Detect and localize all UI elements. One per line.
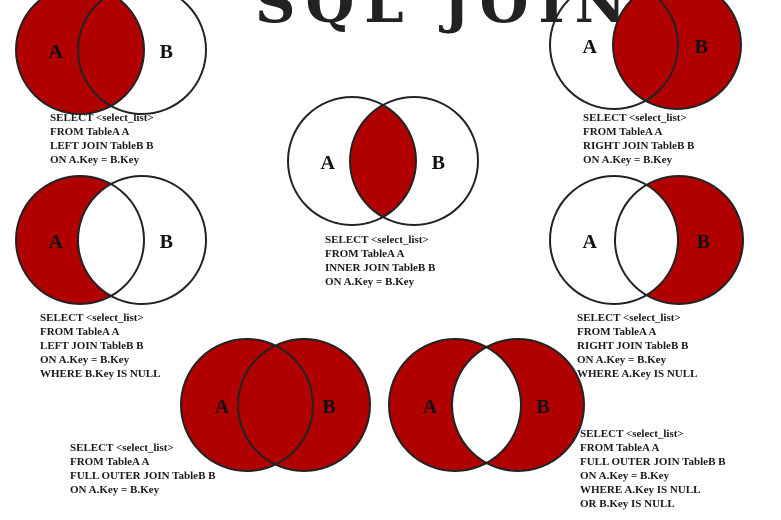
sql-line: FROM TableA A: [40, 326, 120, 338]
sql-line: LEFT JOIN TableB B: [50, 140, 154, 152]
venn-shaded-region: [350, 97, 416, 225]
sql-line: FROM TableA A: [580, 442, 660, 454]
page-title: SQL JOINS: [255, 0, 687, 36]
sql-line: ON A.Key = B.Key: [583, 154, 673, 166]
circle-table-b: [77, 175, 207, 305]
sql-line: FROM TableA A: [70, 456, 150, 468]
sql-full-outer-join: SELECT <select_list> FROM TableA A FULL OU…: [70, 441, 216, 497]
circle-table-b: [77, 0, 207, 115]
venn-shaded-region: [16, 176, 144, 304]
sql-line: RIGHT JOIN TableB B: [577, 340, 689, 352]
sql-line: FULL OUTER JOIN TableB B: [580, 456, 726, 468]
label-a: A: [582, 231, 597, 253]
sql-line: FULL OUTER JOIN TableB B: [70, 470, 216, 482]
sql-left-join: SELECT <select_list> FROM TableA A LEFT JO…: [50, 111, 154, 167]
sql-line: SELECT <select_list>: [40, 312, 144, 324]
sql-full-outer-excluding-join: SELECT <select_list> FROM TableA A FULL OU…: [580, 427, 726, 511]
circle-table-a: [287, 96, 417, 226]
sql-line: SELECT <select_list>: [325, 234, 429, 246]
circle-table-b: [614, 175, 744, 305]
label-b: B: [322, 396, 335, 418]
sql-line: SELECT <select_list>: [70, 442, 174, 454]
label-a: A: [215, 396, 230, 418]
label-b: B: [536, 396, 549, 418]
label-b: B: [697, 231, 710, 253]
circle-table-a: [180, 338, 314, 472]
label-a: A: [320, 152, 335, 174]
sql-line: WHERE B.Key IS NULL: [40, 368, 161, 380]
sql-line: WHERE A.Key IS NULL: [577, 368, 698, 380]
label-b: B: [160, 231, 173, 253]
circle-table-b: [612, 0, 742, 110]
sql-line: OR B.Key IS NULL: [580, 498, 675, 510]
sql-line: LEFT JOIN TableB B: [40, 340, 144, 352]
sql-inner-join: SELECT <select_list> FROM TableA A INNER J…: [325, 233, 435, 289]
venn-shaded-region: [615, 176, 743, 304]
circle-table-b: [349, 96, 479, 226]
venn-shaded-region: [181, 339, 370, 471]
sql-line: ON A.Key = B.Key: [50, 154, 140, 166]
sql-line: ON A.Key = B.Key: [325, 276, 415, 288]
sql-line: SELECT <select_list>: [577, 312, 681, 324]
venn-shaded-region: [16, 0, 144, 114]
label-a: A: [48, 41, 63, 63]
sql-line: ON A.Key = B.Key: [40, 354, 130, 366]
circle-table-a: [388, 338, 522, 472]
sql-line: FROM TableA A: [50, 126, 130, 138]
sql-line: SELECT <select_list>: [50, 112, 154, 124]
sql-line: SELECT <select_list>: [580, 428, 684, 440]
sql-right-join: SELECT <select_list> FROM TableA A RIGHT J…: [583, 111, 694, 167]
circle-table-a: [549, 175, 679, 305]
sql-line: ON A.Key = B.Key: [580, 470, 670, 482]
circle-table-a: [15, 0, 145, 115]
sql-line: WHERE A.Key IS NULL: [580, 484, 701, 496]
venn-shaded-region: [389, 339, 584, 471]
label-b: B: [160, 41, 173, 63]
sql-line: RIGHT JOIN TableB B: [583, 140, 695, 152]
circle-table-b: [237, 338, 371, 472]
label-a: A: [423, 396, 438, 418]
sql-line: FROM TableA A: [577, 326, 657, 338]
circle-table-a: [549, 0, 679, 110]
label-a: A: [582, 36, 597, 58]
sql-line: SELECT <select_list>: [583, 112, 687, 124]
circle-table-b: [451, 338, 585, 472]
sql-left-excluding-join: SELECT <select_list> FROM TableA A LEFT JO…: [40, 311, 160, 381]
sql-line: FROM TableA A: [583, 126, 663, 138]
sql-line: ON A.Key = B.Key: [70, 484, 160, 496]
label-b: B: [695, 36, 708, 58]
sql-line: FROM TableA A: [325, 248, 405, 260]
sql-line: INNER JOIN TableB B: [325, 262, 436, 274]
circle-table-a: [15, 175, 145, 305]
sql-line: ON A.Key = B.Key: [577, 354, 667, 366]
label-b: B: [432, 152, 445, 174]
sql-right-excluding-join: SELECT <select_list> FROM TableA A RIGHT J…: [577, 311, 697, 381]
label-a: A: [48, 231, 63, 253]
